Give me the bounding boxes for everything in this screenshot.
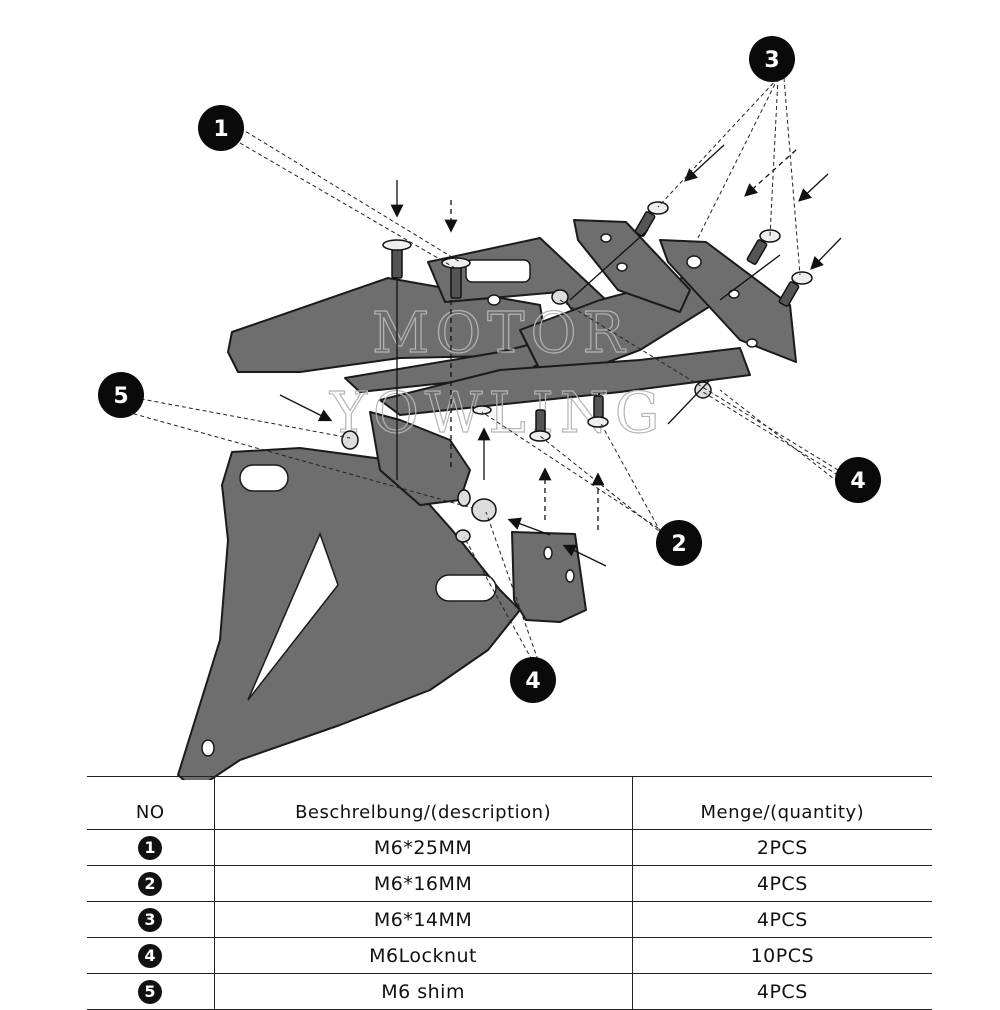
plate-holder — [177, 411, 587, 780]
row-quantity: 4PCS — [632, 865, 932, 902]
assembly-arrows — [279, 144, 842, 567]
svg-text:2: 2 — [671, 532, 686, 557]
row-description: M6*25MM — [214, 829, 633, 866]
row-quantity: 4PCS — [632, 973, 932, 1010]
svg-text:4: 4 — [850, 469, 865, 494]
table-row: 4 M6Locknut 10PCS — [87, 937, 932, 974]
bolts — [382, 201, 813, 442]
row-number-badge: 4 — [138, 943, 163, 968]
row-description: M6 shim — [214, 973, 633, 1010]
header-no: NO — [87, 776, 215, 830]
callout-2: 2 — [656, 520, 702, 566]
svg-text:4: 4 — [525, 669, 540, 694]
callout-5: 5 — [98, 372, 144, 418]
row-number-badge: 3 — [138, 907, 163, 932]
row-description: M6*16MM — [214, 865, 633, 902]
svg-text:5: 5 — [113, 384, 128, 409]
watermark-line2: YOWLING — [329, 381, 665, 446]
header-quantity: Menge/(quantity) — [632, 776, 932, 830]
svg-text:1: 1 — [213, 117, 228, 142]
table-row: 5 M6 shim 4PCS — [87, 973, 932, 1010]
table-header: NO Beschrelbung/(description) Menge/(qua… — [87, 776, 932, 830]
plate-cutouts — [201, 464, 575, 757]
callout-4-bottom: 4 — [510, 657, 556, 703]
row-number-badge: 1 — [138, 835, 163, 860]
row-quantity: 4PCS — [632, 901, 932, 938]
row-number-badge: 2 — [138, 871, 163, 896]
row-quantity: 2PCS — [632, 829, 932, 866]
exploded-assembly-diagram: MOTOR YOWLING — [98, 36, 881, 780]
row-description: M6*14MM — [214, 901, 633, 938]
row-description: M6Locknut — [214, 937, 633, 974]
callout-3: 3 — [749, 36, 795, 82]
row-quantity: 10PCS — [632, 937, 932, 974]
watermark-line1: MOTOR — [372, 301, 631, 366]
table-row: 2 M6*16MM 4PCS — [87, 865, 932, 902]
parts-table: NO Beschrelbung/(description) Menge/(qua… — [87, 776, 932, 1010]
callout-4-right: 4 — [835, 457, 881, 503]
svg-text:3: 3 — [764, 48, 779, 73]
callout-leaders — [119, 77, 839, 661]
table-row: 3 M6*14MM 4PCS — [87, 901, 932, 938]
table-row: 1 M6*25MM 2PCS — [87, 829, 932, 866]
header-description: Beschrelbung/(description) — [214, 776, 633, 830]
callout-1: 1 — [198, 105, 244, 151]
locknuts — [341, 289, 712, 543]
